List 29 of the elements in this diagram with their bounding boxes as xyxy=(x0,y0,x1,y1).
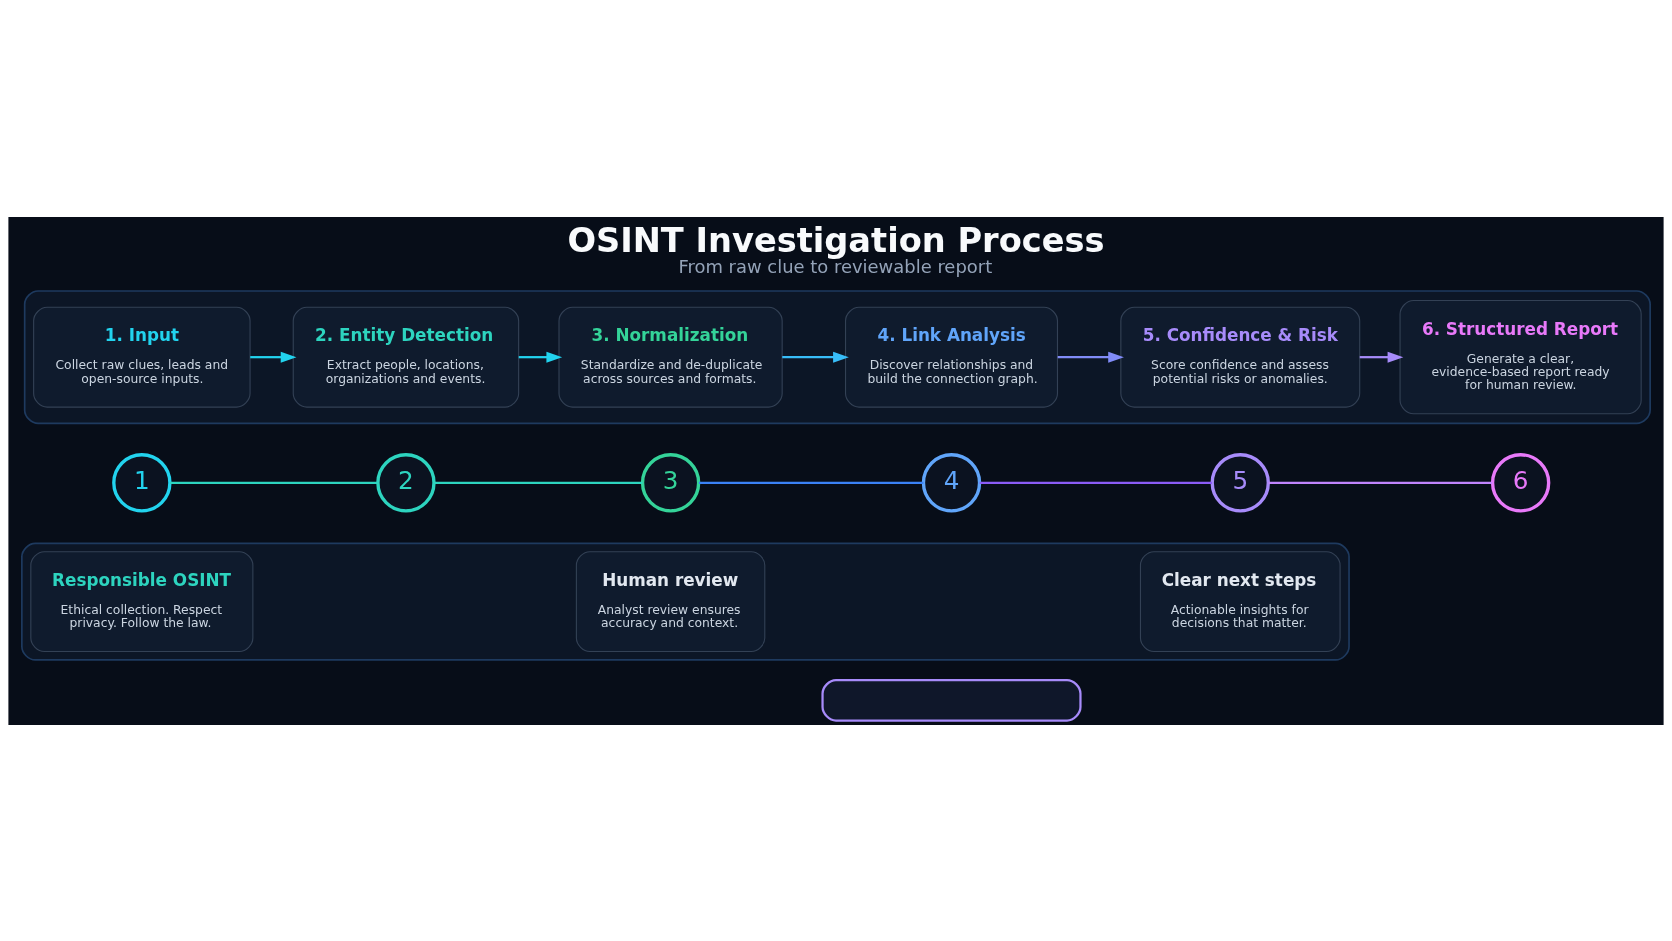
connector xyxy=(1268,481,1493,484)
node-circle: 1 xyxy=(112,452,172,512)
node-circle: 3 xyxy=(640,452,701,512)
cluster xyxy=(21,542,1350,661)
node-box: 6. Structured Report Generate a clear, evidence-based report ready for human review. xyxy=(1399,299,1642,414)
node-circle: 5 xyxy=(1210,452,1270,512)
arrow xyxy=(518,351,563,363)
connector xyxy=(698,481,924,484)
node-box: 4. Link Analysis Discover relationships and build the connection graph. xyxy=(844,306,1059,408)
arrow xyxy=(782,351,849,363)
node-circle: 6 xyxy=(1490,452,1551,512)
connector xyxy=(170,481,378,484)
connector xyxy=(979,481,1213,484)
node-box xyxy=(821,678,1082,722)
cluster xyxy=(23,289,1651,424)
node-box: Responsible OSINT Ethical collection. Respect privacy. Follow the law. xyxy=(30,550,254,652)
node-box: 1. Input Collect raw clues, leads and open-source inputs. xyxy=(33,306,251,408)
diagram-title: OSINT Investigation Process xyxy=(567,220,1105,260)
node-box: 5. Confidence & Risk Score confidence and assess potential risks or anomalies. xyxy=(1120,306,1361,408)
connector xyxy=(434,481,643,484)
node-box: Human review Analyst review ensures accuracy and context. xyxy=(575,550,766,652)
arrow xyxy=(1057,351,1124,363)
node-box: 3. Normalization Standardize and de-duplicate across sources and formats. xyxy=(558,306,783,408)
node-box: Clear next steps Actionable insights for decisions that matter. xyxy=(1139,550,1341,652)
node-box: 2. Entity Detection Extract people, locations, organizations and events. xyxy=(292,306,520,408)
node-circle: 4 xyxy=(921,452,982,512)
arrow xyxy=(250,351,297,363)
arrow xyxy=(1359,351,1404,363)
node-circle: 2 xyxy=(376,452,436,512)
